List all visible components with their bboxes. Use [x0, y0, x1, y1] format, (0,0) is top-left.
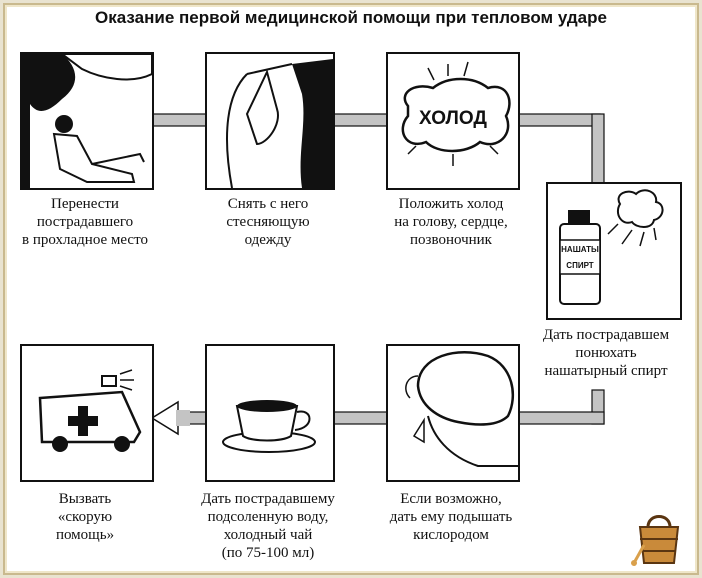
- tree-shade-icon: [22, 54, 152, 188]
- panel-move-to-cool: [20, 52, 154, 190]
- caption-step-2: Снять с него стесняющую одежду: [226, 196, 310, 248]
- panel-drink: [205, 344, 335, 482]
- ammonia-label-1: НАШАТЫ: [561, 245, 599, 254]
- panel-ambulance: [20, 344, 154, 482]
- panel-ammonia: НАШАТЫ СПИРТ: [546, 182, 682, 320]
- panel-apply-cold: ХОЛОД: [386, 52, 520, 190]
- ambulance-icon: [38, 369, 142, 452]
- caption-step-6: Дать пострадавшему подсоленную воду, хол…: [201, 491, 335, 561]
- caption-step-3: Положить холод на голову, сердце, позвон…: [394, 196, 508, 248]
- flow-arrow-icon: [150, 400, 179, 436]
- page-title: Оказание первой медицинской помощи при т…: [95, 8, 607, 27]
- panel-oxygen: [386, 344, 520, 482]
- panel-remove-clothes: [205, 52, 335, 190]
- ammonia-bottle-icon: НАШАТЫ СПИРТ: [559, 189, 664, 305]
- oxygen-mask-icon: [405, 351, 518, 467]
- bucket-logo-icon: [631, 515, 680, 566]
- cold-pack-icon: ХОЛОД: [401, 61, 511, 166]
- ammonia-label-2: СПИРТ: [566, 261, 594, 270]
- clothes-removal-icon: [226, 59, 333, 188]
- caption-step-1: Перенести пострадавшего в прохладное мес…: [22, 196, 148, 248]
- cold-label: ХОЛОД: [419, 108, 487, 129]
- caption-step-4: Дать пострадавшем понюхать нашатырный сп…: [542, 327, 670, 379]
- caption-step-5: Если возможно, дать ему подышать кислоро…: [389, 491, 513, 543]
- teacup-icon: [222, 400, 316, 453]
- caption-step-7: Вызвать «скорую помощь»: [55, 491, 115, 543]
